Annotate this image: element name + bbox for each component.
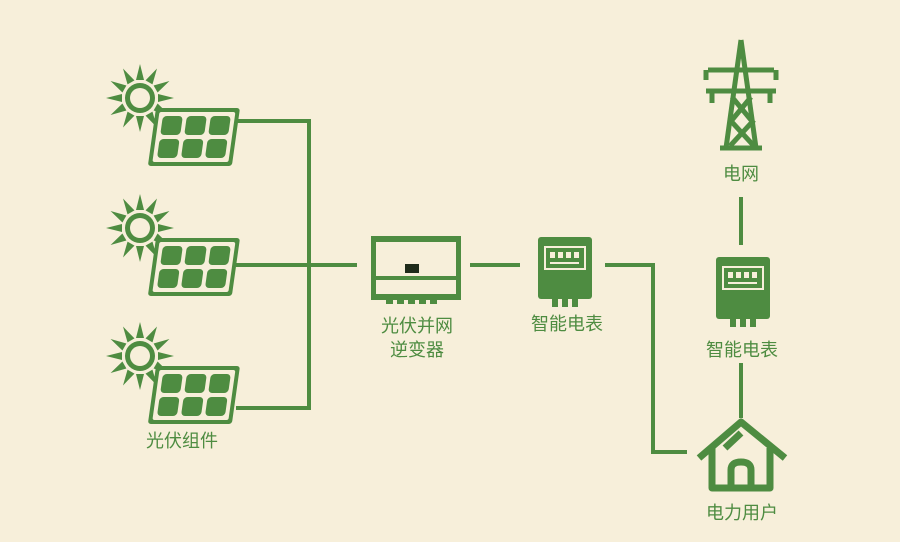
pv-panel-2-icon [106,194,240,296]
transmission-tower-icon [703,39,779,151]
house-icon [696,418,788,492]
meter-to-user-line [605,263,687,454]
meter-2-label: 智能电表 [706,340,778,361]
pv-panel-3-icon [106,322,240,424]
user-label: 电力用户 [706,503,778,524]
inverter-label-line1: 光伏并网 [381,316,453,337]
pv-panel-1-icon [106,64,240,166]
inverter-label-line2: 逆变器 [390,340,444,361]
smart-meter-2-icon [715,256,771,328]
pv-modules-label: 光伏组件 [146,431,218,452]
inverter-icon [371,236,461,304]
pv-bus-lines [236,119,357,410]
smart-meter-1-icon [537,236,593,308]
meter-1-label: 智能电表 [531,314,603,335]
grid-label: 电网 [723,164,759,185]
